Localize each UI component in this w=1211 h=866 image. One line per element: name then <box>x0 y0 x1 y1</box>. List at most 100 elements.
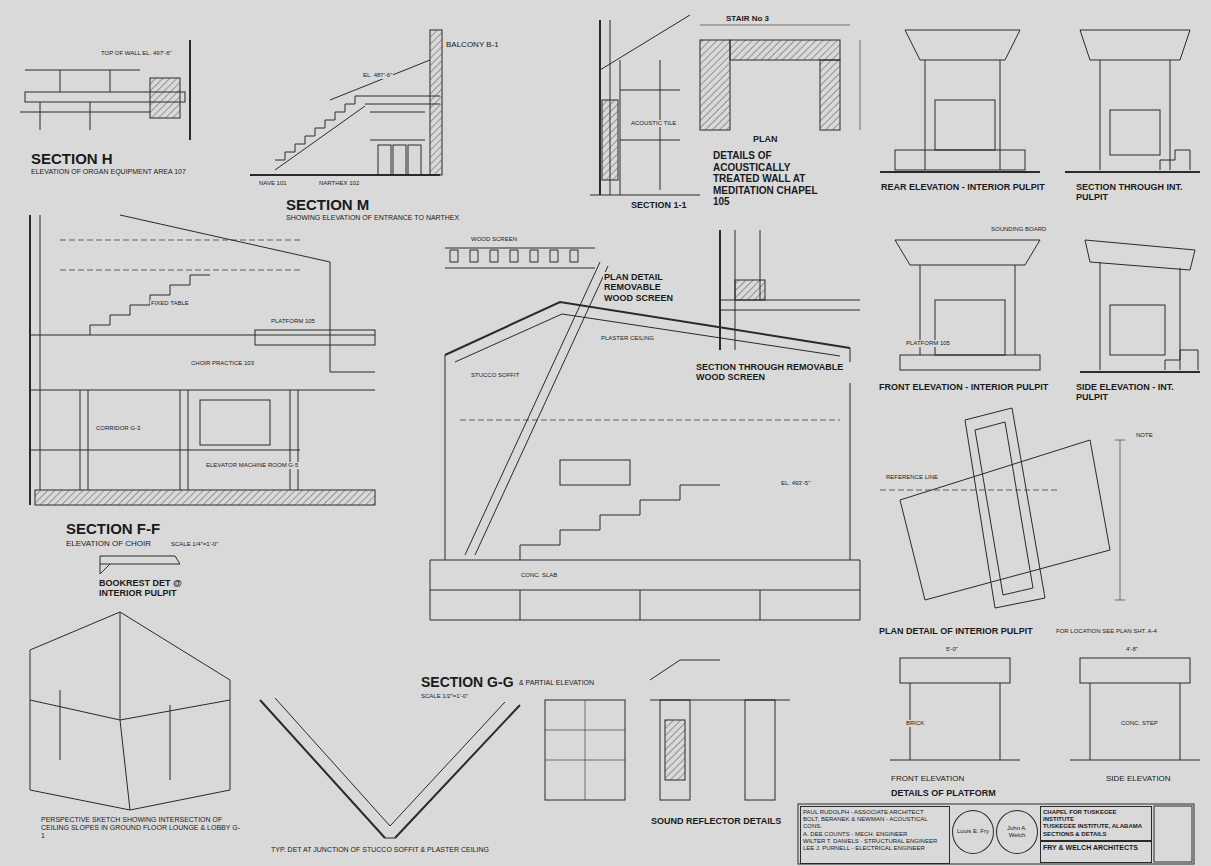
drawing-note: REFERENCE LINE <box>885 474 939 481</box>
drawing-note: NOTE <box>1135 432 1154 439</box>
section-gg-drawing <box>430 262 860 620</box>
wood-screen-plan <box>445 248 595 268</box>
screen-slats <box>450 250 578 262</box>
drawing-note: ELEVATION OF ORGAN EQUIPMENT AREA 107 <box>30 168 187 176</box>
soffit-line <box>260 700 520 838</box>
drawing-note: 4'-8" <box>1125 646 1139 653</box>
columns <box>80 390 298 490</box>
drawing-note: SCALE 1/2"=1'-0" <box>420 693 469 700</box>
rear-elevation-pulpit <box>880 30 1040 172</box>
section-h-drawing <box>20 40 190 140</box>
drawing-title: SECTION F-F <box>65 520 161 537</box>
drawing-title: SECTION M <box>285 196 370 213</box>
wall-line <box>719 230 721 350</box>
dimension-line <box>700 25 860 130</box>
masonry-plan <box>820 60 840 130</box>
front-elevation-pulpit <box>895 240 1040 370</box>
pulpit-plan <box>880 408 1125 608</box>
drawing-title: PLAN <box>752 134 779 144</box>
drawing-title: STAIR No 3 <box>725 14 770 23</box>
drawing-note: SOUNDING BOARD <box>990 226 1047 233</box>
bookrest-detail <box>100 556 180 574</box>
drawing-note: CHOIR PRACTICE 103 <box>190 360 255 367</box>
drawing-note: WOOD SCREEN <box>470 236 518 243</box>
title-text: LEE J. PURNELL - ELECTRICAL ENGINEER <box>803 845 947 852</box>
title-text: A. DEE COUNTS - MECH. ENGINEER <box>803 831 947 838</box>
pulpit-outline <box>965 408 1045 608</box>
drawing-title: PLAN DETAIL REMOVABLE WOOD SCREEN <box>603 272 690 303</box>
drawing-note: & PARTIAL ELEVATION <box>518 679 595 687</box>
drawing-title: SECTION H <box>30 150 114 167</box>
foundation-slab <box>35 490 375 505</box>
screen-frame <box>720 230 860 350</box>
drawing-title: BOOKREST DET @ INTERIOR PULPIT <box>98 578 200 599</box>
dimension-line <box>1115 440 1125 600</box>
section-pulpit <box>1065 30 1200 172</box>
title-block <box>798 804 1194 864</box>
firm-name: FRY & WELCH ARCHITECTS <box>1043 844 1149 852</box>
title-block-frame <box>798 804 1194 864</box>
title-text: John A. Welch <box>999 825 1035 839</box>
drawing-note: CORRIDOR G-3 <box>95 425 141 432</box>
project-title: SECTIONS & DETAILS <box>1043 831 1149 838</box>
plaster-line <box>275 698 505 838</box>
stair-profile <box>1160 150 1190 170</box>
drawing-note: TOP OF WALL EL. 497'-6" <box>100 50 173 57</box>
drawing-note: CONC. SLAB <box>520 572 558 579</box>
seating-steps <box>520 485 720 560</box>
organ-frame <box>20 70 150 130</box>
panel-lines <box>545 700 625 800</box>
platform-details <box>890 658 1200 760</box>
drawing-note: SIDE ELEVATION <box>1105 774 1172 783</box>
drawing-title: SECTION 1-1 <box>630 200 688 210</box>
drawing-note: PERSPECTIVE SKETCH SHOWING INTERSECTION … <box>40 816 242 840</box>
wall-block <box>150 78 180 118</box>
drawing-title: FRONT ELEVATION - INTERIOR PULPIT <box>878 382 1065 392</box>
floor-line <box>1065 171 1200 173</box>
stair-profile <box>1165 350 1198 370</box>
drawing-note: PLASTER CEILING <box>600 335 655 342</box>
architect-seal: Louis E. Fry <box>952 810 994 854</box>
sounding-board <box>1085 240 1195 370</box>
sound-reflector <box>650 660 790 800</box>
wall-section <box>430 30 442 175</box>
stair-profile <box>275 96 365 160</box>
section-ff-drawing <box>30 215 375 505</box>
platform-outline <box>900 440 1110 600</box>
pulpit-box <box>935 100 995 150</box>
wall-line <box>189 40 191 140</box>
insulation <box>602 100 618 180</box>
reference-line <box>880 490 1060 491</box>
screen-lines <box>445 248 595 268</box>
door <box>378 145 391 175</box>
drawing-note: ELEVATION OF CHOIR <box>65 539 152 548</box>
floor-line <box>880 171 1040 173</box>
project-title: TUSKEGEE INSTITUTE, ALABAMA <box>1043 823 1149 830</box>
hidden-line <box>460 420 840 421</box>
sketch-outline <box>30 612 230 810</box>
basement-lines <box>430 590 860 620</box>
reflector-core <box>665 720 685 780</box>
transom-line <box>370 112 425 140</box>
platform <box>900 355 1040 370</box>
drawing-title: SOUND REFLECTOR DETAILS <box>650 816 782 826</box>
drawing-note: ELEVATOR MACHINE ROOM G-5 <box>205 462 299 469</box>
title-text: WILTER T. DANIELS - STRUCTURAL ENGINEER <box>803 838 947 845</box>
project-title: CHAPEL FOR TUSKEGEE INSTITUTE <box>1043 809 1149 823</box>
wall-elevation <box>545 700 625 800</box>
drawing-note: BALCONY B-1 <box>445 40 500 49</box>
drawing-note: FOR LOCATION SEE PLAN SHT. A-4 <box>1055 628 1158 635</box>
blocking <box>735 280 765 300</box>
title-block-cell: CHAPEL FOR TUSKEGEE INSTITUTETUSKEGEE IN… <box>1040 806 1152 841</box>
drawing-title: DETAILS OF PLATFORM <box>890 788 997 798</box>
wall-line <box>29 215 31 505</box>
masonry-plan <box>730 40 840 60</box>
side-elevation-pulpit <box>1080 240 1200 372</box>
title-text: PAUL RUDOLPH - ASSOCIATE ARCHITECT <box>803 809 947 816</box>
platform-legs <box>1070 683 1200 760</box>
drawing-note: 5'-0" <box>945 646 959 653</box>
choir-risers <box>90 275 210 335</box>
reflector-frame <box>650 660 790 700</box>
drawing-note: NAVE 101 <box>258 180 288 187</box>
